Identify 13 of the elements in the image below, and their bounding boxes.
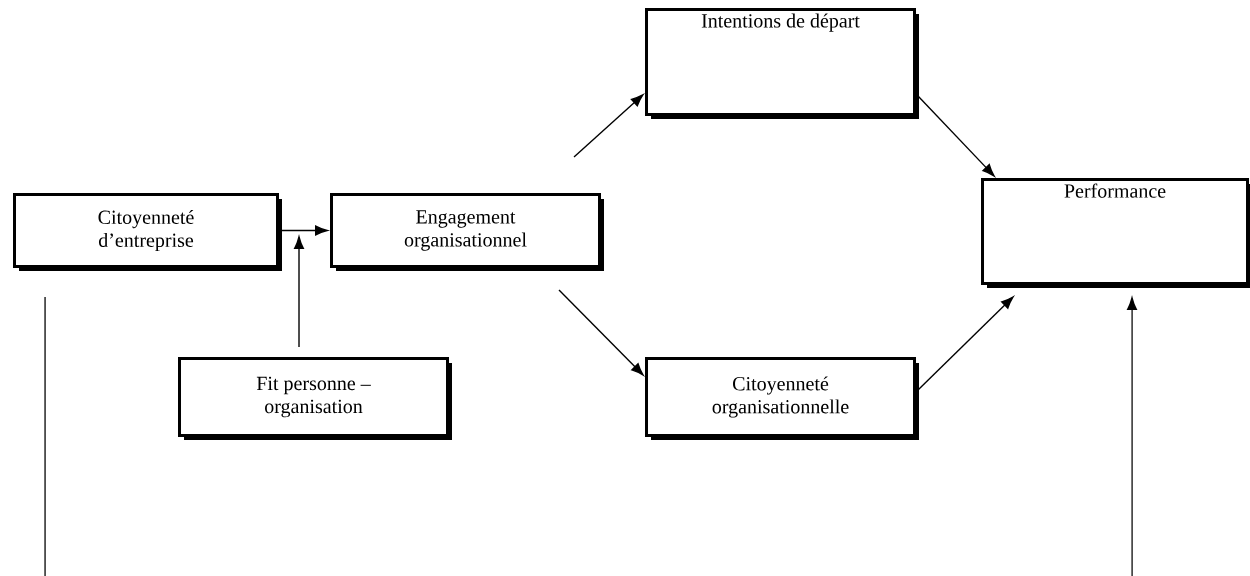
text-box: Fit personne – organisation bbox=[178, 357, 452, 440]
arrow bbox=[1127, 297, 1137, 576]
text-box: Citoyenneté organisationnelle bbox=[645, 357, 919, 440]
arrow bbox=[294, 236, 304, 348]
arrow bbox=[917, 95, 995, 177]
text-box: Citoyenneté d’entreprise bbox=[13, 193, 282, 271]
arrow bbox=[558, 289, 644, 376]
text-box: Performance bbox=[981, 178, 1250, 288]
arrow bbox=[573, 94, 644, 158]
text-box: Engagement organisationnel bbox=[330, 193, 604, 271]
line bbox=[44, 296, 46, 576]
arrow bbox=[917, 296, 1014, 391]
text-box: Intentions de départ bbox=[645, 8, 919, 119]
